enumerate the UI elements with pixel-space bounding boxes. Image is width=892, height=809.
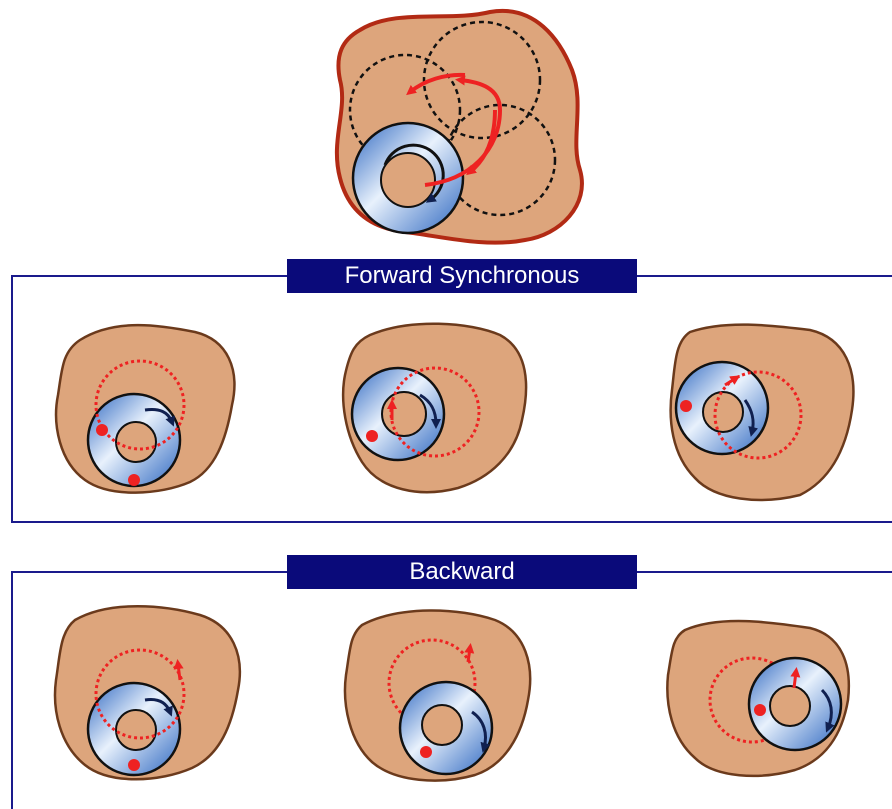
backward-panel-1 (55, 606, 240, 779)
orbit-red-arrow-icon (178, 664, 180, 680)
backward-panel-2 (345, 610, 530, 780)
marker-dot (128, 759, 140, 771)
top-ring-hole (381, 153, 435, 207)
orbit-red-arrow-icon (794, 672, 796, 688)
marker-dot (96, 424, 108, 436)
ring-hole (116, 422, 156, 462)
ring-hole (770, 686, 810, 726)
orbit-red-arrow-icon (468, 648, 470, 662)
ring-hole (422, 705, 462, 745)
ring-hole (703, 392, 743, 432)
backward-label: Backward (287, 555, 637, 589)
forward-panel-3 (671, 325, 854, 500)
marker-dot (420, 746, 432, 758)
ring-hole (382, 392, 426, 436)
forward-panel-1 (56, 325, 234, 493)
forward-panel-2 (343, 324, 526, 492)
marker-dot (366, 430, 378, 442)
marker-dot (680, 400, 692, 412)
top-illustration (337, 11, 582, 243)
backward-panel-3 (667, 621, 848, 776)
forward-synchronous-label: Forward Synchronous (287, 259, 637, 293)
ring-hole (116, 710, 156, 750)
marker-dot (128, 474, 140, 486)
marker-dot (754, 704, 766, 716)
